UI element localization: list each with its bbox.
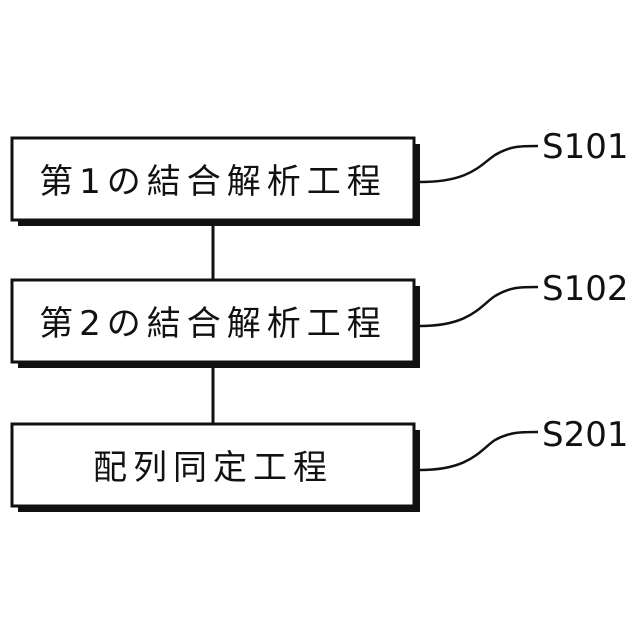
leader-line-3 [420, 432, 538, 470]
step-label-2: 第2の結合解析工程 [39, 304, 387, 344]
ref-label-1: S101 [542, 127, 628, 167]
step-box-3: 配列同定工程 [12, 424, 420, 512]
ref-label-3: S201 [542, 415, 628, 455]
leader-line-2 [420, 287, 538, 326]
step-label-3: 配列同定工程 [93, 448, 333, 488]
step-box-1: 第1の結合解析工程 [12, 138, 420, 226]
step-box-2: 第2の結合解析工程 [12, 280, 420, 368]
leader-line-1 [420, 146, 538, 182]
ref-label-2: S102 [542, 269, 628, 309]
step-label-1: 第1の結合解析工程 [39, 162, 387, 202]
